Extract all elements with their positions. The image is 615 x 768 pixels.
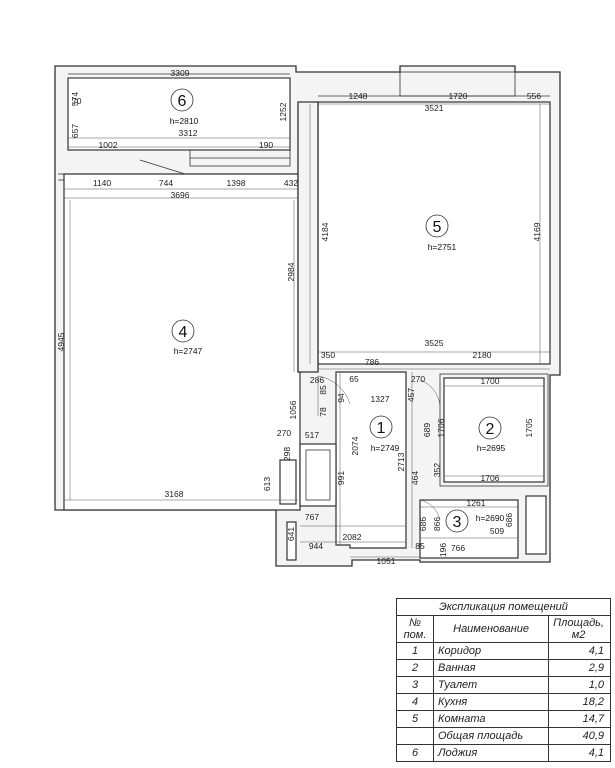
room-number: 6: [178, 93, 187, 110]
dim-label: 270: [411, 374, 425, 384]
room-schedule-table: Экспликация помещений № пом. Наименовани…: [396, 598, 611, 762]
dim-label: 1700: [481, 376, 500, 386]
room-height: h=2810: [170, 116, 199, 126]
dim-label: 352: [432, 463, 442, 477]
dim-label: 1706: [436, 418, 446, 437]
table-row: 5 Комната 14,7: [396, 710, 611, 728]
dim-label: 78: [318, 407, 328, 417]
dim-label: 2984: [286, 262, 296, 281]
dim-label: 574: [70, 92, 80, 106]
legend-col-num: № пом.: [396, 615, 434, 643]
dim-label: 94: [336, 393, 346, 403]
table-row: 3 Туалет 1,0: [396, 676, 611, 694]
dim-label: 686: [504, 513, 514, 527]
dim-label: 1706: [481, 473, 500, 483]
dim-label: 190: [259, 140, 273, 150]
dim-label: 432: [284, 178, 298, 188]
room-height: h=2690: [476, 513, 505, 523]
dim-label: 3168: [165, 489, 184, 499]
room-number: 1: [377, 420, 386, 437]
table-row: 6 Лоджия 4,1: [396, 744, 611, 762]
dim-label: 944: [309, 541, 323, 551]
room-3-marker: 3 h=2690: [445, 509, 505, 533]
dim-label: 2074: [350, 436, 360, 455]
room-height: h=2749: [371, 443, 400, 453]
dim-label: 1705: [524, 418, 534, 437]
dim-label: 3312: [179, 128, 198, 138]
dim-label: 767: [305, 512, 319, 522]
table-row: 4 Кухня 18,2: [396, 693, 611, 711]
room-1-corridor: [335, 371, 407, 549]
dim-label: 686: [418, 517, 428, 531]
table-row: 1 Коридор 4,1: [396, 642, 611, 660]
room-6-marker: 6 h=2810: [170, 88, 199, 126]
dim-label: 1327: [371, 394, 390, 404]
room-3-toilet: [419, 499, 519, 559]
room-4-marker: 4 h=2747: [171, 319, 203, 356]
dim-label: 1720: [449, 91, 468, 101]
dim-label: 1252: [278, 102, 288, 121]
dim-label: 350: [321, 350, 335, 360]
dim-label: 3521: [425, 103, 444, 113]
room-2-marker: 2 h=2695: [477, 416, 506, 453]
dim-label: 517: [305, 430, 319, 440]
dim-label: 2180: [473, 350, 492, 360]
dim-label: 70: [72, 96, 82, 106]
dim-label: 509: [490, 526, 504, 536]
dim-label: 556: [527, 91, 541, 101]
dim-label: 2082: [343, 532, 362, 542]
dim-label: 85: [318, 385, 328, 395]
table-row: 2 Ванная 2,9: [396, 659, 611, 677]
dim-label: 1140: [93, 178, 112, 188]
dim-label: 85: [415, 541, 425, 551]
dim-label: 766: [451, 543, 465, 553]
dim-label: 641: [286, 527, 296, 541]
dim-label: 270: [277, 428, 291, 438]
dim-label: 689: [422, 423, 432, 437]
room-number: 2: [486, 421, 495, 438]
legend-title: Экспликация помещений: [396, 598, 611, 616]
dim-label: 2713: [396, 452, 406, 471]
room-height: h=2695: [477, 443, 506, 453]
legend-col-name: Наименование: [432, 615, 550, 643]
dim-label: 744: [159, 178, 173, 188]
dim-label: 1261: [467, 498, 486, 508]
dim-label: 457: [406, 388, 416, 402]
room-1-marker: 1 h=2749: [369, 415, 400, 453]
legend-col-area: Площадь, м2: [548, 615, 611, 643]
dimension-lines: [64, 77, 550, 558]
dim-label: 464: [410, 471, 420, 485]
dim-label: 3525: [425, 338, 444, 348]
dim-label: 196: [438, 543, 448, 557]
dim-label: 4945: [56, 332, 66, 351]
dim-label: 4184: [320, 222, 330, 241]
room-number: 4: [179, 324, 188, 341]
dim-label: 657: [70, 124, 80, 138]
dim-label: 286: [310, 375, 324, 385]
table-row-total: Общая площадь 40,9: [396, 727, 611, 745]
dim-label: 1248: [349, 91, 368, 101]
room-number: 3: [453, 514, 462, 531]
room-height: h=2751: [428, 242, 457, 252]
dim-label: 4169: [532, 222, 542, 241]
floor-plan: 3309 574 70 657 1252 3312 1002 190 1248 …: [54, 65, 561, 567]
dim-label: 3309: [171, 68, 190, 78]
dim-label: 1002: [99, 140, 118, 150]
shaft: [299, 443, 337, 507]
dim-label: 991: [336, 471, 346, 485]
room-number: 5: [433, 219, 442, 236]
dim-label: 613: [262, 477, 272, 491]
dim-label: 65: [349, 374, 359, 384]
dim-label: 866: [432, 517, 442, 531]
room-5-marker: 5 h=2751: [425, 214, 457, 252]
dim-label: 1051: [377, 556, 396, 566]
dim-label: 786: [365, 357, 379, 367]
dim-label: 1056: [288, 400, 298, 419]
dim-label: 298: [282, 447, 292, 461]
dim-label: 1398: [227, 178, 246, 188]
room-height: h=2747: [174, 346, 203, 356]
dimension-labels: 3309 574 70 657 1252 3312 1002 190 1248 …: [56, 68, 542, 566]
dim-label: 3696: [171, 190, 190, 200]
